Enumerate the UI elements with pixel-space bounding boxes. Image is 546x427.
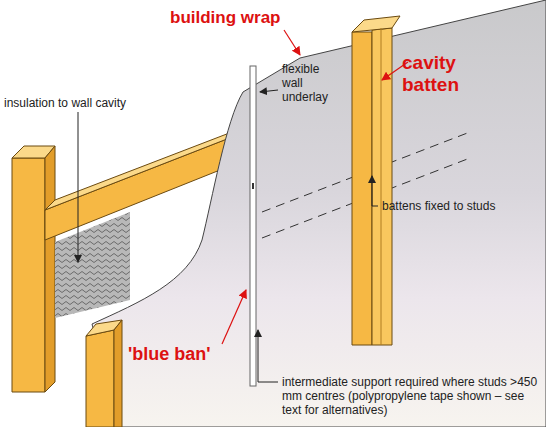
- red-callout: cavity batten: [402, 52, 482, 96]
- leader-line: [372, 206, 378, 207]
- red-leader: [222, 290, 246, 344]
- red-callout: building wrap: [170, 8, 281, 28]
- part-label: flexible wall underlay: [282, 62, 342, 104]
- blue-ban-tape: [250, 66, 256, 386]
- red-leader: [284, 30, 300, 55]
- red-callout: 'blue ban': [128, 343, 211, 365]
- left-stud: [12, 146, 55, 392]
- note-label: intermediate support required where stud…: [282, 375, 544, 417]
- leader-line: [258, 382, 278, 383]
- part-label: insulation to wall cavity: [4, 96, 126, 110]
- leader-line: [372, 176, 373, 206]
- leader-line: [78, 112, 79, 262]
- front-stud: [86, 320, 122, 427]
- tape-fixing: [252, 183, 254, 189]
- part-label: battens fixed to studs: [382, 199, 495, 213]
- leader-line: [260, 90, 278, 92]
- insulation: [55, 212, 130, 318]
- leader-line: [258, 330, 259, 382]
- right-stud-batten: [352, 16, 400, 345]
- flexible-wall-underlay: [92, 0, 546, 427]
